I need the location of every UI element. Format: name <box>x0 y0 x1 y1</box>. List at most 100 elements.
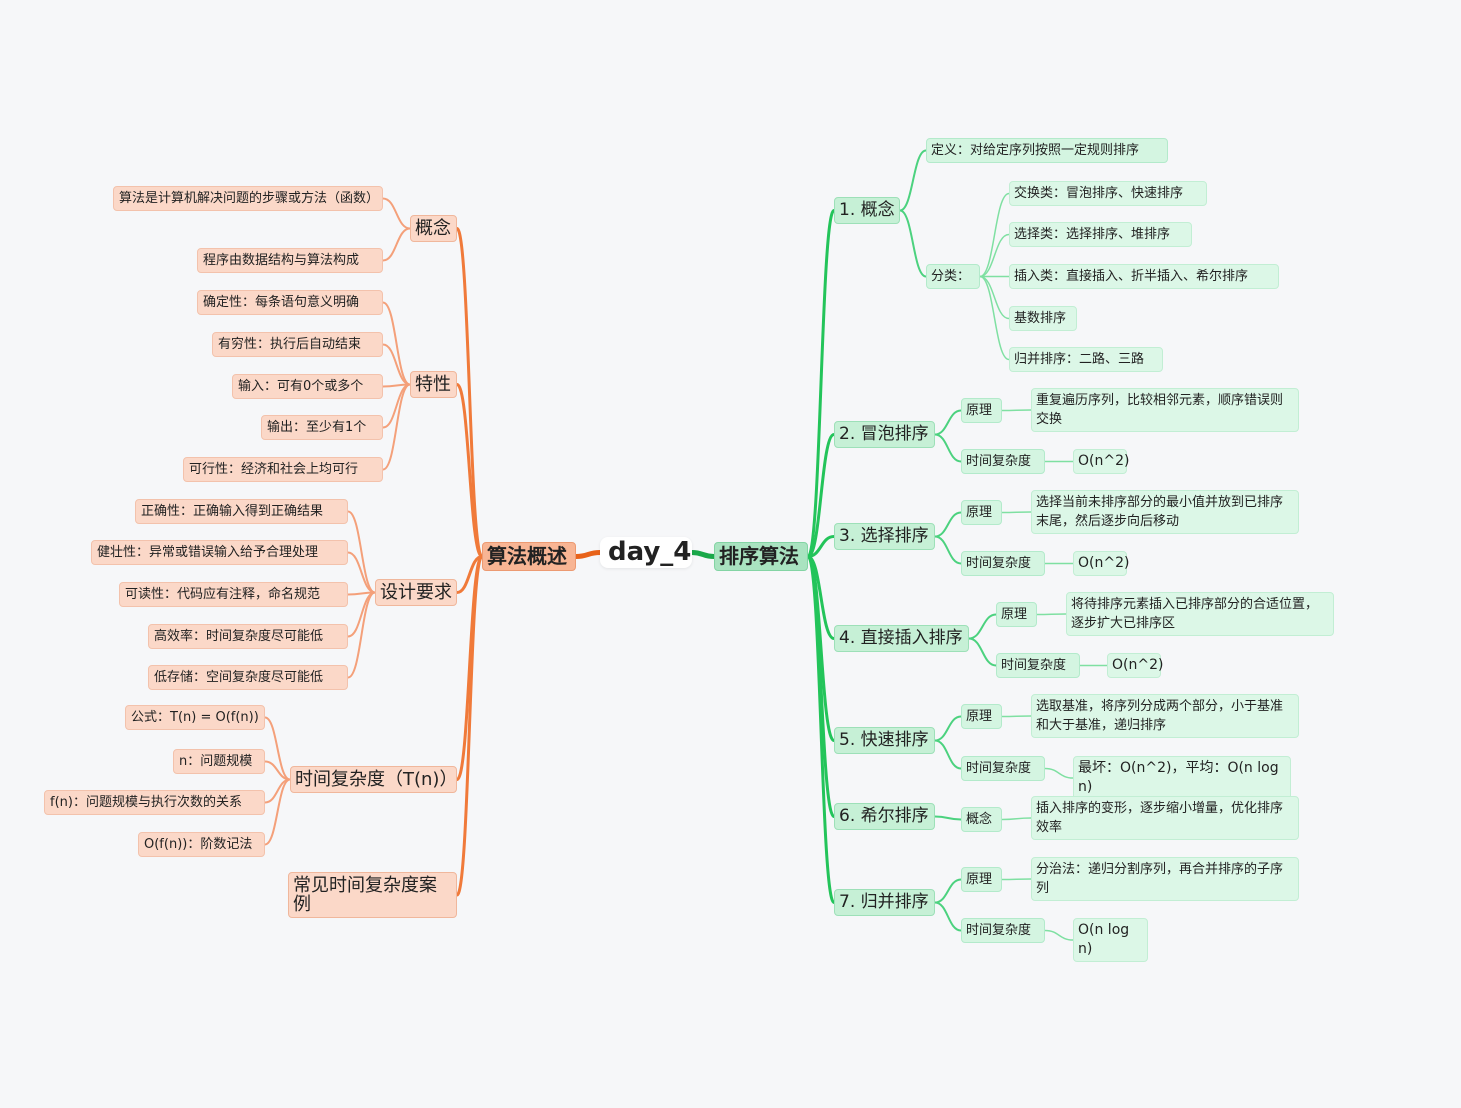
connector <box>1001 715 1032 718</box>
leaf-node[interactable]: 有穷性：执行后自动结束 <box>212 332 383 357</box>
connector <box>689 550 717 559</box>
branch-insertion-sort[interactable]: 4. 直接插入排序 <box>834 625 969 652</box>
principle-value[interactable]: 重复遍历序列，比较相邻元素，顺序错误则交换 <box>1031 388 1299 432</box>
connector <box>1001 511 1032 514</box>
connector <box>979 275 1010 361</box>
category-item[interactable]: 交换类：冒泡排序、快速排序 <box>1009 181 1207 206</box>
category-item[interactable]: 基数排序 <box>1009 306 1077 331</box>
label-time-complexity[interactable]: 时间复杂度 <box>961 449 1045 474</box>
connector <box>806 433 836 558</box>
connector <box>455 555 484 594</box>
connector <box>968 637 997 667</box>
label-time-complexity[interactable]: 时间复杂度 <box>961 756 1045 781</box>
branch-common-cases[interactable]: 常见时间复杂度案例 <box>288 872 457 918</box>
leaf-node[interactable]: 正确性：正确输入得到正确结果 <box>135 499 348 524</box>
complexity-value[interactable]: 最坏：O(n^2)，平均：O(n log n) <box>1073 756 1291 800</box>
branch-time-complexity[interactable]: 时间复杂度（T(n)） <box>290 766 457 793</box>
connector <box>347 591 376 679</box>
branch-concept-sorting[interactable]: 1. 概念 <box>834 197 900 224</box>
category-item[interactable]: 选择类：选择排序、堆排序 <box>1009 222 1192 247</box>
label-time-complexity[interactable]: 时间复杂度 <box>996 653 1080 678</box>
complexity-value[interactable]: O(n^2) <box>1073 551 1129 576</box>
branch-concept[interactable]: 概念 <box>410 215 457 242</box>
connector <box>934 511 962 538</box>
connector <box>806 209 836 558</box>
leaf-node[interactable]: f(n)：问题规模与执行次数的关系 <box>44 790 265 815</box>
connector <box>979 233 1010 278</box>
branch-selection-sort[interactable]: 3. 选择排序 <box>834 523 935 550</box>
branch-quick-sort[interactable]: 5. 快速排序 <box>834 727 935 754</box>
connector <box>382 383 411 471</box>
connector <box>934 433 962 463</box>
connector <box>806 535 836 558</box>
definition-node[interactable]: 定义：对给定序列按照一定规则排序 <box>926 138 1168 163</box>
connector <box>934 739 962 770</box>
connector <box>1001 409 1032 412</box>
leaf-node[interactable]: 确定性：每条语句意义明确 <box>197 290 383 315</box>
branch-shell-sort[interactable]: 6. 希尔排序 <box>834 803 935 830</box>
principle-value[interactable]: 选择当前未排序部分的最小值并放到已排序末尾，然后逐步向后移动 <box>1031 490 1299 534</box>
connector <box>573 550 603 559</box>
complexity-value[interactable]: O(n log n) <box>1073 918 1148 962</box>
branch-design-requirements[interactable]: 设计要求 <box>375 579 457 606</box>
connector <box>979 275 1010 320</box>
connector <box>934 535 962 565</box>
central-topic[interactable]: day_4 <box>600 537 692 568</box>
leaf-node[interactable]: 可行性：经济和社会上均可行 <box>183 457 383 482</box>
connector <box>934 715 962 742</box>
leaf-node[interactable]: 程序由数据结构与算法构成 <box>197 248 383 273</box>
principle-value[interactable]: 将待排序元素插入已排序部分的合适位置，逐步扩大已排序区 <box>1066 592 1334 636</box>
leaf-node[interactable]: 低存储：空间复杂度尽可能低 <box>148 665 348 690</box>
leaf-node[interactable]: 算法是计算机解决问题的步骤或方法（函数） <box>113 186 383 211</box>
label-principle[interactable]: 原理 <box>961 500 1002 525</box>
complexity-value[interactable]: O(n^2) <box>1107 653 1163 678</box>
label-principle[interactable]: 原理 <box>961 398 1002 423</box>
principle-value[interactable]: 选取基准，将序列分成两个部分，小于基准和大于基准，递归排序 <box>1031 694 1299 738</box>
topic-sorting-algorithms[interactable]: 排序算法 <box>714 542 808 571</box>
leaf-node[interactable]: 输出：至少有1个 <box>261 415 383 440</box>
leaf-node[interactable]: 可读性：代码应有注释，命名规范 <box>119 582 348 607</box>
connector <box>347 510 376 594</box>
connector <box>934 409 962 436</box>
principle-value[interactable]: 分治法：递归分割序列，再合并排序的子序列 <box>1031 857 1299 901</box>
leaf-node[interactable]: O(f(n))：阶数记法 <box>138 832 265 857</box>
label-principle[interactable]: 原理 <box>961 867 1002 892</box>
connector <box>382 227 411 262</box>
connector <box>347 551 376 594</box>
connector <box>264 778 291 846</box>
leaf-node[interactable]: 健壮性：异常或错误输入给予合理处理 <box>91 540 348 565</box>
connector <box>934 878 962 904</box>
connector <box>264 716 291 781</box>
label-concept[interactable]: 概念 <box>961 807 1002 832</box>
concept-value[interactable]: 插入排序的变形，逐步缩小增量，优化排序效率 <box>1031 796 1299 840</box>
connector <box>899 209 927 278</box>
category-node[interactable]: 分类： <box>926 264 980 289</box>
category-item[interactable]: 插入类：直接插入、折半插入、希尔排序 <box>1009 264 1279 289</box>
connector <box>806 555 836 904</box>
label-principle[interactable]: 原理 <box>961 704 1002 729</box>
connector <box>934 815 962 821</box>
branch-bubble-sort[interactable]: 2. 冒泡排序 <box>834 421 935 448</box>
connector <box>455 555 484 897</box>
connector <box>382 197 411 230</box>
leaf-node[interactable]: 输入：可有0个或多个 <box>232 374 383 399</box>
connector <box>1044 767 1074 779</box>
label-principle[interactable]: 原理 <box>996 602 1037 627</box>
connector <box>934 901 962 932</box>
leaf-node[interactable]: n：问题规模 <box>173 749 265 774</box>
connector <box>979 192 1010 278</box>
connector <box>1001 878 1032 881</box>
branch-merge-sort[interactable]: 7. 归并排序 <box>834 889 935 916</box>
category-item[interactable]: 归并排序：二路、三路 <box>1009 347 1163 372</box>
connector <box>1036 613 1067 616</box>
topic-algorithm-overview[interactable]: 算法概述 <box>482 542 576 571</box>
label-time-complexity[interactable]: 时间复杂度 <box>961 918 1045 943</box>
connector <box>1044 929 1074 941</box>
branch-properties[interactable]: 特性 <box>410 371 457 398</box>
leaf-node[interactable]: 高效率：时间复杂度尽可能低 <box>148 624 348 649</box>
label-time-complexity[interactable]: 时间复杂度 <box>961 551 1045 576</box>
complexity-value[interactable]: O(n^2) <box>1073 449 1129 474</box>
leaf-node[interactable]: 公式：T(n) = O(f(n)) <box>125 705 265 730</box>
connector <box>968 613 997 640</box>
